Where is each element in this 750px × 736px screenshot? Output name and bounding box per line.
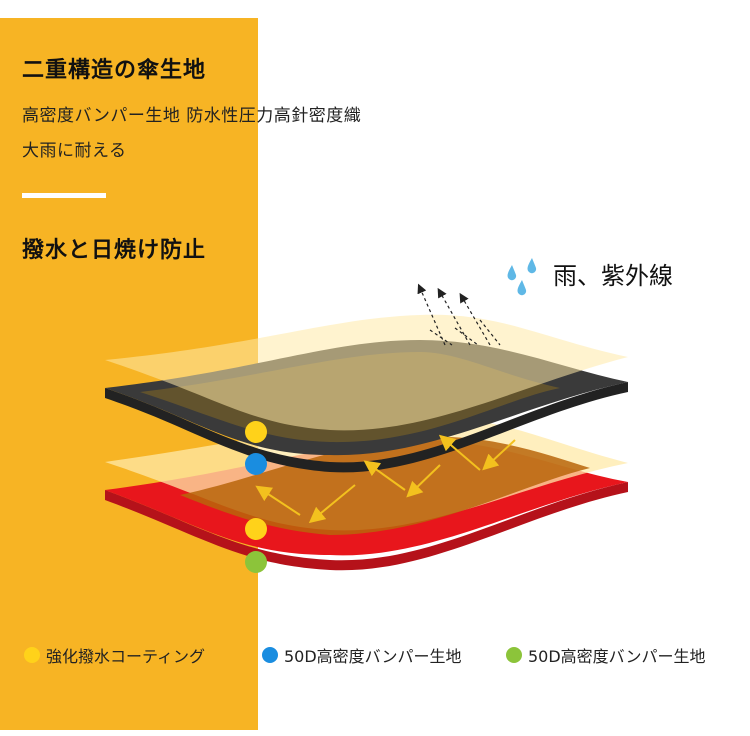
coating-dot-bottom	[245, 518, 267, 540]
legend-label: 50D高密度バンパー生地	[528, 647, 706, 666]
blue-dot-icon	[262, 647, 278, 663]
legend-label: 50D高密度バンパー生地	[284, 647, 462, 666]
description-line-1: 高密度バンパー生地 防水性圧力高針密度織	[22, 106, 362, 126]
yellow-dot-icon	[24, 647, 40, 663]
heading-double-structure: 二重構造の傘生地	[22, 58, 207, 83]
legend-label: 強化撥水コーティング	[46, 647, 206, 666]
rain-uv-label: 雨、紫外線	[553, 262, 673, 290]
legend-item-blue-fabric: 50D高密度バンパー生地	[262, 643, 461, 667]
fabric-dot-green	[245, 551, 267, 573]
divider	[22, 193, 106, 198]
top-dark-fabric-layer	[105, 382, 628, 473]
green-dot-icon	[506, 647, 522, 663]
bottom-red-fabric-layer	[105, 482, 628, 571]
top-coating-layer	[105, 314, 628, 431]
legend-item-green-fabric: 50D高密度バンパー生地	[506, 643, 705, 667]
raindrop-icon	[507, 258, 537, 296]
description-line-2: 大雨に耐える	[22, 141, 127, 161]
coating-dot-top	[245, 421, 267, 443]
legend-item-coating: 強化撥水コーティング	[24, 643, 205, 667]
fabric-dot-blue	[245, 453, 267, 475]
heading-water-uv: 撥水と日焼け防止	[22, 238, 207, 263]
